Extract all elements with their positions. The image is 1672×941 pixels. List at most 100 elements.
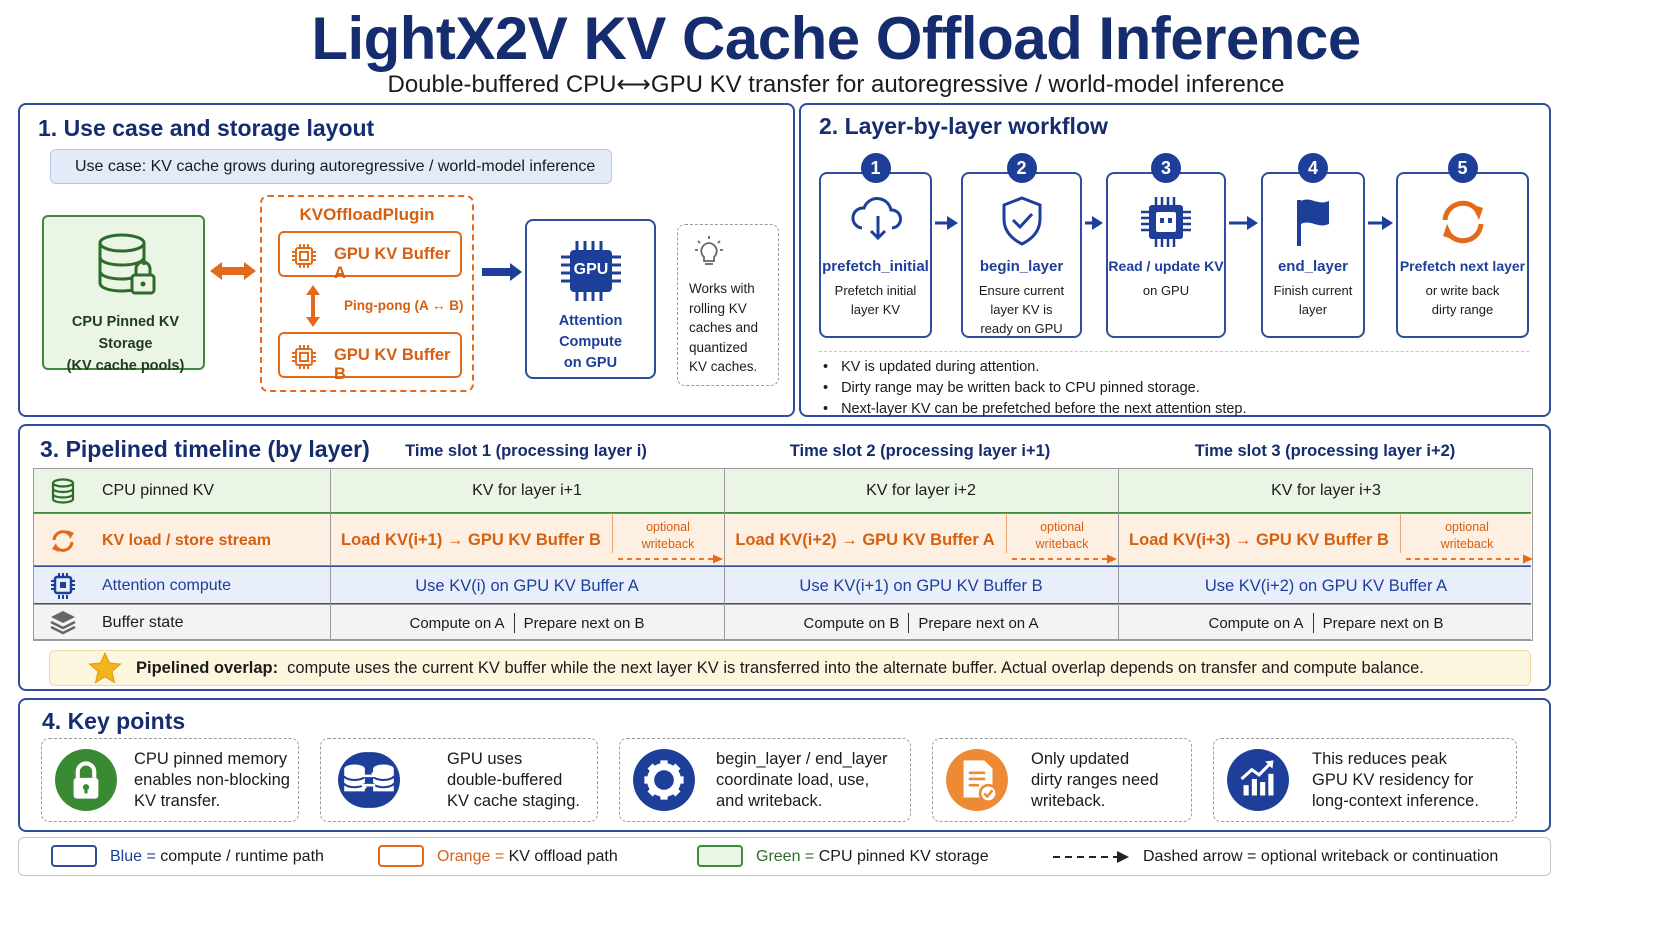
pingpong-label: Ping-pong (A ↔ B) <box>344 298 464 313</box>
column-divider <box>1118 514 1119 567</box>
load-stream-cell: Load KV(i+3) → GPU KV Buffer B <box>1129 531 1389 549</box>
load-stream-cell: Load KV(i+1) → GPU KV Buffer B <box>341 531 601 549</box>
column-divider <box>724 469 725 513</box>
gpu-chip-text: GPU <box>573 261 609 278</box>
separator <box>1312 613 1314 633</box>
writeback-divider <box>1400 514 1401 553</box>
cpu-kv-cell: KV for layer i+1 <box>472 482 582 499</box>
color-legend: Blue = compute / runtime path Orange = K… <box>18 837 1551 876</box>
gpu-kv-buffer-b: GPU KV Buffer B <box>278 332 462 383</box>
gear-icon <box>633 749 695 811</box>
chip-icon <box>292 345 316 369</box>
legend-dashed: Dashed arrow = optional writeback or con… <box>1143 848 1499 865</box>
legend-dashed-arrow <box>1053 851 1129 863</box>
note-line: rolling KV <box>689 300 747 316</box>
column-divider <box>330 469 331 513</box>
cpu-pinned-kv-row: CPU pinned KV KV for layer i+1 KV for laye… <box>34 469 1531 513</box>
step-name: Prefetch next layer <box>1399 258 1526 274</box>
column-divider <box>1118 469 1119 513</box>
note-line: KV caches. <box>689 359 758 374</box>
legend-blue: Blue = compute / runtime path <box>110 848 324 865</box>
attention-cell: Use KV(i+1) on GPU KV Buffer B <box>799 576 1043 595</box>
step-arrow <box>1085 216 1103 230</box>
plugin-attention-arrow <box>482 263 522 281</box>
row-label: CPU pinned KV <box>102 482 215 499</box>
writeback-divider <box>1006 514 1007 553</box>
cpu-pinned-storage-box: CPU Pinned KV Storage (KV cache pools) <box>42 215 205 374</box>
lightbulb-icon <box>695 236 723 265</box>
column-divider <box>1118 605 1119 641</box>
pipelined-overlap-note: Pipelined overlap: compute uses the curr… <box>49 650 1531 686</box>
row-label: Buffer state <box>102 614 184 631</box>
column-divider <box>330 514 331 567</box>
column-divider <box>330 605 331 641</box>
column-divider <box>724 605 725 641</box>
step-arrow <box>1368 216 1393 230</box>
overlap-text: compute uses the current KV buffer while… <box>287 658 1424 677</box>
workflow-divider <box>819 351 1529 352</box>
use-case-banner: Use case: KV cache grows during autoregr… <box>50 149 612 184</box>
document-check-icon <box>946 749 1008 811</box>
step-number-badge: 3 <box>1151 153 1181 183</box>
cpu-chip-icon <box>1141 197 1191 247</box>
section-1-title: 1. Use case and storage layout <box>38 115 375 141</box>
cpu-kv-cell: KV for layer i+3 <box>1271 482 1381 499</box>
column-divider <box>1118 567 1119 605</box>
attention-cell: Use KV(i+2) on GPU KV Buffer A <box>1204 576 1448 595</box>
lock-icon <box>55 749 117 811</box>
step-number-badge: 1 <box>860 153 891 183</box>
legend-orange: Orange = KV offload path <box>437 848 618 865</box>
page-title: LightX2V KV Cache Offload Inference <box>311 5 1361 72</box>
step-number-badge: 2 <box>1006 153 1037 183</box>
separator <box>513 613 515 633</box>
row-label: Attention compute <box>102 577 231 594</box>
cloud-download-icon <box>851 197 902 241</box>
attention-label: Attention Compute on GPU <box>558 313 623 371</box>
workflow-note: •Next-layer KV can be prefetched before … <box>823 401 1247 417</box>
legend-green-swatch <box>697 845 743 867</box>
step-name: Read / update KV <box>1108 258 1224 274</box>
workflow-notes: •KV is updated during attention.•Dirty r… <box>823 357 1247 420</box>
section-storage-layout: 1. Use case and storage layout Use case:… <box>18 103 795 417</box>
gpu-chip-icon <box>561 241 621 301</box>
database-lock-icon <box>98 233 156 295</box>
writeback-dashed-arrow <box>1406 554 1533 564</box>
buffer-swap-icon <box>338 752 400 808</box>
time-slot-header: Time slot 2 (processing layer i+1) <box>789 442 1051 460</box>
overlap-label: Pipelined overlap: <box>136 658 279 677</box>
time-slot-header: Time slot 3 (processing layer i+2) <box>1194 442 1456 460</box>
plugin-title: KVOffloadPlugin <box>299 205 435 224</box>
column-divider <box>724 514 725 567</box>
attention-compute-box: GPU Attention Compute on GPU <box>525 219 656 379</box>
note-line: caches and <box>689 320 759 335</box>
writeback-dashed-arrow <box>1012 554 1117 564</box>
gpu-kv-buffer-a: GPU KV Buffer A <box>278 231 462 282</box>
buffer-a-label: GPU KV Buffer A <box>334 245 451 282</box>
cpu-chip-icon <box>51 573 75 599</box>
timeline-table: CPU pinned KV KV for layer i+1 KV for laye… <box>33 468 1533 641</box>
separator <box>908 613 910 633</box>
section-layer-workflow: 2. Layer-by-layer workflow •KV is update… <box>799 103 1551 417</box>
